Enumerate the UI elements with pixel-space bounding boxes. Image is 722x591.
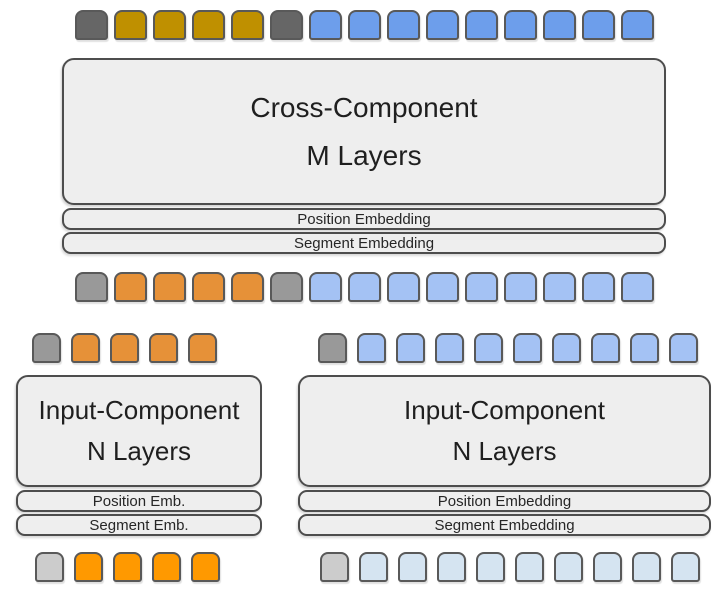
right-input-token-row <box>320 552 700 582</box>
cross-position-embedding-label: Position Embedding <box>297 210 431 228</box>
token-orange <box>149 333 178 363</box>
token-light-blue <box>348 272 381 302</box>
token-light-blue <box>504 272 537 302</box>
cross-component-block: Cross-Component M Layers <box>62 58 666 205</box>
token-dark-gray <box>75 10 108 40</box>
token-bright-orange <box>191 552 220 582</box>
left-segment-embedding-bar: Segment Emb. <box>16 514 262 536</box>
token-mid-blue <box>348 10 381 40</box>
token-mid-blue <box>309 10 342 40</box>
token-bright-orange <box>113 552 142 582</box>
right-output-token-row <box>318 333 698 363</box>
left-output-token-row <box>32 333 217 363</box>
token-gray <box>32 333 61 363</box>
token-pale-blue <box>398 552 427 582</box>
token-orange <box>110 333 139 363</box>
token-orange <box>71 333 100 363</box>
token-mid-blue <box>465 10 498 40</box>
input-component-right-layers-label: N Layers <box>452 436 557 466</box>
token-gold <box>231 10 264 40</box>
token-orange <box>192 272 225 302</box>
token-gray <box>75 272 108 302</box>
cross-input-token-row <box>75 272 654 302</box>
cross-output-token-row <box>75 10 654 40</box>
token-light-blue <box>543 272 576 302</box>
token-pale-blue <box>476 552 505 582</box>
token-pale-blue <box>593 552 622 582</box>
token-light-blue <box>552 333 581 363</box>
token-gray <box>270 272 303 302</box>
token-pale-gray <box>320 552 349 582</box>
token-bright-orange <box>74 552 103 582</box>
token-light-blue <box>357 333 386 363</box>
token-pale-blue <box>437 552 466 582</box>
token-gold <box>192 10 225 40</box>
token-light-blue <box>309 272 342 302</box>
token-light-blue <box>465 272 498 302</box>
token-pale-blue <box>515 552 544 582</box>
input-component-left-layers-label: N Layers <box>86 436 192 466</box>
token-light-blue <box>669 333 698 363</box>
cross-segment-embedding-label: Segment Embedding <box>293 234 435 252</box>
right-segment-embedding-label: Segment Embedding <box>434 516 575 534</box>
token-mid-blue <box>582 10 615 40</box>
token-light-blue <box>630 333 659 363</box>
cross-component-title: Cross-Component <box>250 91 478 123</box>
token-pale-blue <box>554 552 583 582</box>
token-dark-gray <box>270 10 303 40</box>
token-gold <box>114 10 147 40</box>
token-orange <box>153 272 186 302</box>
left-segment-embedding-label: Segment Emb. <box>89 516 189 534</box>
right-position-embedding-bar: Position Embedding <box>298 490 711 512</box>
token-mid-blue <box>543 10 576 40</box>
token-pale-gray <box>35 552 64 582</box>
token-bright-orange <box>152 552 181 582</box>
token-pale-blue <box>359 552 388 582</box>
token-mid-blue <box>621 10 654 40</box>
token-gray <box>318 333 347 363</box>
token-light-blue <box>396 333 425 363</box>
token-mid-blue <box>426 10 459 40</box>
token-light-blue <box>474 333 503 363</box>
input-component-right-block: Input-Component N Layers <box>298 375 711 487</box>
token-light-blue <box>426 272 459 302</box>
token-orange <box>188 333 217 363</box>
input-component-left-title: Input-Component <box>38 395 240 425</box>
cross-position-embedding-bar: Position Embedding <box>62 208 666 230</box>
token-orange <box>114 272 147 302</box>
left-position-embedding-bar: Position Emb. <box>16 490 262 512</box>
token-light-blue <box>387 272 420 302</box>
input-component-left-block: Input-Component N Layers <box>16 375 262 487</box>
token-mid-blue <box>504 10 537 40</box>
token-mid-blue <box>387 10 420 40</box>
token-pale-blue <box>671 552 700 582</box>
token-light-blue <box>435 333 464 363</box>
right-position-embedding-label: Position Embedding <box>437 492 572 510</box>
token-light-blue <box>591 333 620 363</box>
token-pale-blue <box>632 552 661 582</box>
cross-component-layers-label: M Layers <box>306 139 422 171</box>
input-component-right-title: Input-Component <box>404 395 605 425</box>
token-light-blue <box>621 272 654 302</box>
token-light-blue <box>582 272 615 302</box>
right-segment-embedding-bar: Segment Embedding <box>298 514 711 536</box>
token-gold <box>153 10 186 40</box>
cross-segment-embedding-bar: Segment Embedding <box>62 232 666 254</box>
left-position-embedding-label: Position Emb. <box>92 492 186 510</box>
token-light-blue <box>513 333 542 363</box>
token-orange <box>231 272 264 302</box>
left-input-token-row <box>35 552 220 582</box>
